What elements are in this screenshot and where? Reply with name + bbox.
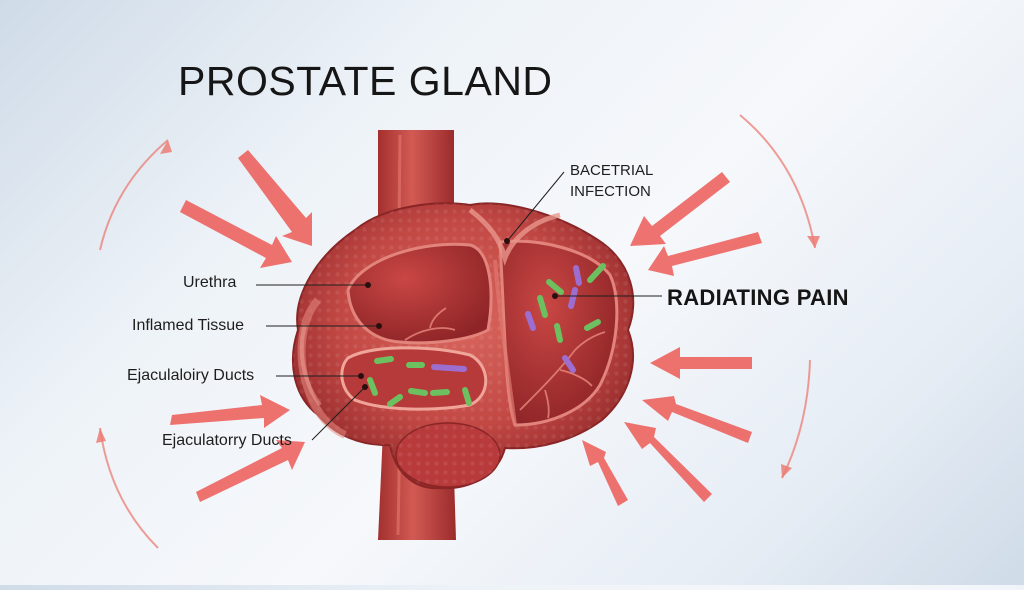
label-bacterial-line1: BACETRIAL [570, 162, 654, 179]
bacterium [573, 265, 582, 286]
arc-top-right [739, 114, 816, 249]
label-inflamed-tissue: Inflamed Tissue [132, 317, 245, 334]
label-ejaculatory-ducts-lower: Ejaculatorry Ducts [162, 432, 292, 449]
pain-arrow [650, 347, 752, 379]
bacterium [587, 263, 606, 283]
label-radiating-pain: RADIATING PAIN [667, 285, 849, 310]
inner-cavity-left [346, 242, 493, 345]
arc-bottom-left [99, 427, 159, 549]
pain-arrow [582, 440, 628, 506]
arc-head-bottom-right [781, 464, 792, 478]
bacterium [374, 356, 394, 364]
bacterium [584, 319, 601, 331]
left-lobe-fold [297, 297, 347, 439]
bacterium [546, 279, 564, 295]
duct-cavity [340, 346, 488, 411]
bacterium [430, 389, 450, 396]
pain-arrow [180, 200, 292, 268]
outer-pain-arcs [99, 114, 816, 549]
bacterium [537, 295, 548, 318]
pain-arrows-right [582, 172, 762, 506]
arc-head-top-left [160, 140, 172, 154]
pain-arrow [170, 395, 290, 428]
prostate-gland [291, 202, 635, 490]
arc-head-bottom-left [96, 428, 106, 443]
blood-vessels [404, 307, 606, 419]
arc-head-top-right [807, 236, 820, 248]
central-ridge [468, 208, 561, 266]
bacterium [367, 377, 378, 396]
leader-ejac-lower [311, 387, 365, 441]
arc-bottom-right [781, 359, 811, 479]
pain-arrow [630, 172, 730, 246]
bacterium [462, 387, 472, 406]
diagram-title: PROSTATE GLAND [178, 58, 553, 104]
pain-arrow [648, 232, 762, 276]
bacterium [525, 311, 536, 331]
bacterium [568, 287, 578, 309]
bacterium [562, 355, 576, 373]
pain-arrow [642, 396, 752, 443]
label-ejaculatory-ducts-upper: Ejaculaloiry Ducts [127, 367, 255, 384]
leader-bacterial [507, 171, 565, 241]
pain-arrow [196, 440, 305, 502]
bacterium [387, 394, 403, 407]
bacterium [408, 388, 428, 396]
bacterium [554, 323, 563, 343]
pain-arrow [238, 150, 312, 246]
label-urethra: Urethra [183, 274, 237, 291]
label-bacterial-infection: BACETRIAL INFECTION [570, 160, 653, 202]
pain-arrows-left [170, 150, 312, 502]
bacteria [367, 263, 606, 407]
leader-lines [256, 171, 662, 441]
arc-top-left [99, 139, 169, 251]
label-bacterial-line2: INFECTION [570, 183, 651, 200]
pain-arrow [624, 422, 712, 502]
bacterium [431, 364, 467, 372]
